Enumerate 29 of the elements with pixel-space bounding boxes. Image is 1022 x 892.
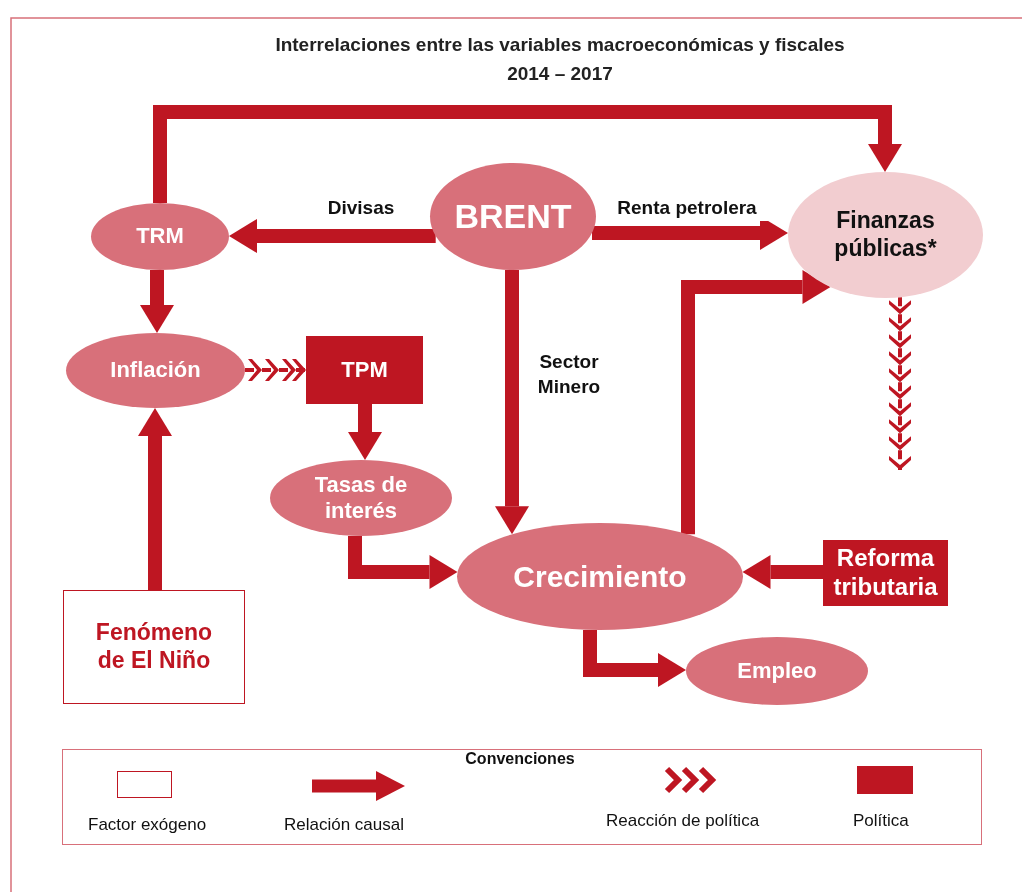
node-label: BRENT: [453, 196, 573, 237]
node-label: Fenómeno de El Niño: [94, 619, 214, 675]
policy-box: [306, 336, 423, 404]
causal-arrow: [229, 219, 436, 253]
node-label: TPM: [340, 356, 389, 384]
node-label: TRM: [135, 223, 185, 250]
exogenous-factor-box: [63, 590, 245, 704]
causal-arrow: [348, 535, 458, 589]
legend-title: Convenciones: [464, 750, 576, 768]
legend-label: Relación causal: [284, 815, 404, 835]
node-label: Finanzas públicas*: [833, 207, 938, 263]
diagram-title: Interrelaciones entre las variables macroeconómicas y fiscales 2014 – 2017: [274, 33, 846, 86]
node-label: Reforma tributaria: [832, 544, 939, 602]
legend-label: Reacción de política: [606, 811, 760, 831]
causal-arrow: [348, 404, 382, 460]
causal-arrow: [583, 629, 686, 687]
legend-label: Factor exógeno: [88, 815, 207, 835]
causal-arrow: [681, 270, 831, 535]
legend-label: Política: [853, 811, 909, 831]
causal-arrow: [138, 408, 172, 590]
node-label: Inflación: [109, 357, 202, 384]
node-label: Crecimiento: [512, 558, 688, 595]
causal-arrow: [495, 270, 529, 535]
node-label: Tasas de interés: [313, 471, 409, 525]
node-label: Empleo: [736, 657, 818, 685]
causal-arrow: [140, 270, 174, 333]
causal-arrow: [153, 105, 902, 203]
policy-box: [823, 540, 948, 606]
causal-arrow: [742, 555, 823, 589]
